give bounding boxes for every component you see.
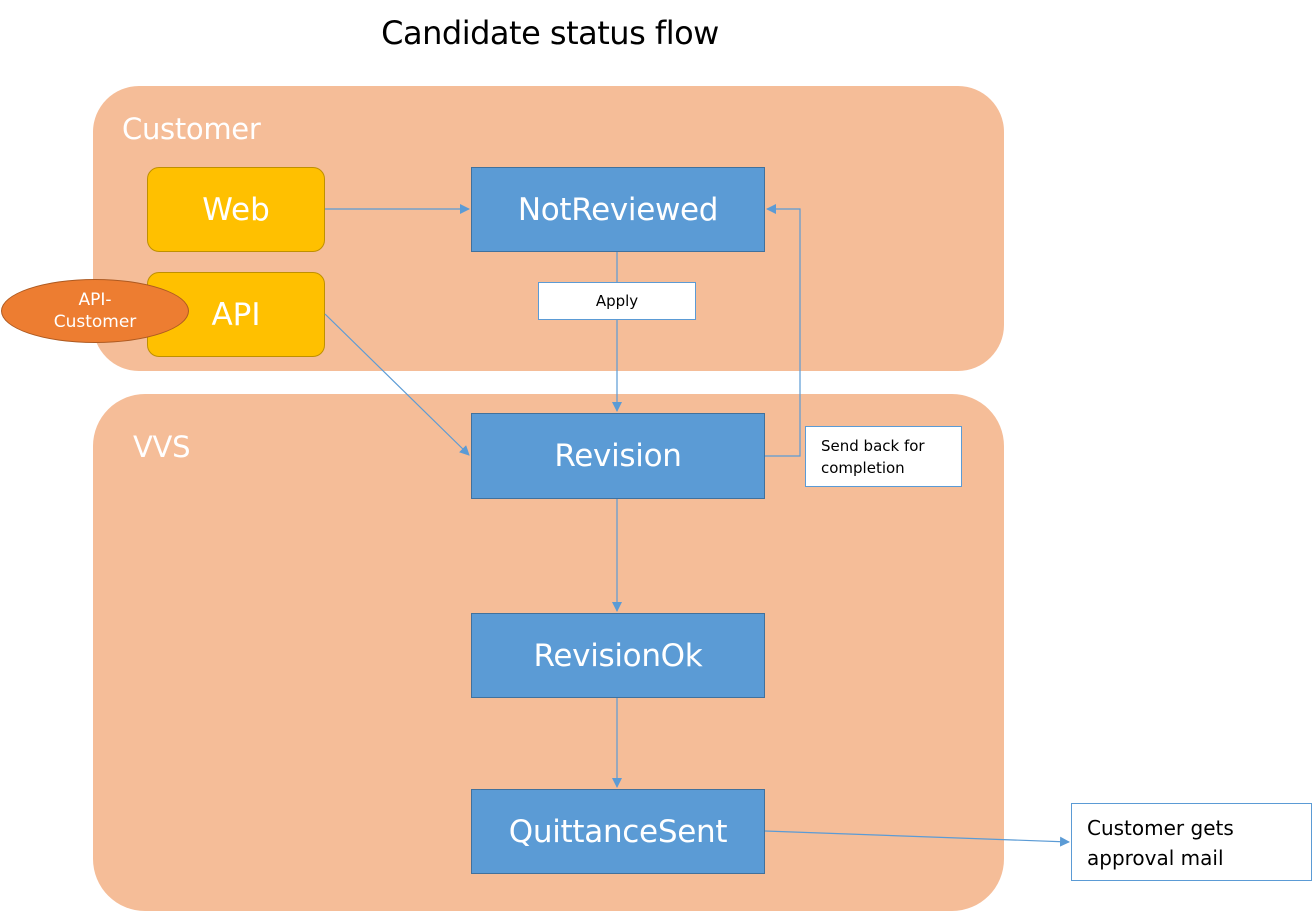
approval-mail-note: Customer gets approval mail: [1071, 803, 1312, 881]
approval-mail-line-2: approval mail: [1087, 846, 1224, 870]
send-back-note: Send back for completion: [805, 426, 962, 487]
diagram-title: Candidate status flow: [381, 14, 719, 52]
status-quittancesent-box: QuittanceSent: [471, 789, 765, 874]
api-customer-oval: API-Customer: [1, 279, 189, 343]
send-back-line-2: completion: [821, 459, 905, 477]
web-source-box: Web: [147, 167, 325, 252]
api-source-label: API: [211, 296, 261, 333]
web-source-label: Web: [202, 191, 270, 228]
send-back-line-1: Send back for: [821, 437, 925, 455]
status-revision-box: Revision: [471, 413, 765, 499]
status-notreviewed-box: NotReviewed: [471, 167, 765, 252]
customer-region-label: Customer: [122, 112, 261, 146]
status-revisionok-box: RevisionOk: [471, 613, 765, 698]
status-revision-label: Revision: [554, 438, 682, 474]
status-quittancesent-label: QuittanceSent: [508, 813, 728, 850]
api-customer-label: API-Customer: [53, 290, 137, 332]
vvs-region-label: VVS: [133, 430, 191, 464]
approval-mail-line-1: Customer gets: [1087, 816, 1234, 840]
apply-note: Apply: [538, 282, 696, 320]
apply-note-label: Apply: [595, 292, 639, 310]
status-revisionok-label: RevisionOk: [533, 637, 703, 674]
status-notreviewed-label: NotReviewed: [517, 191, 719, 228]
